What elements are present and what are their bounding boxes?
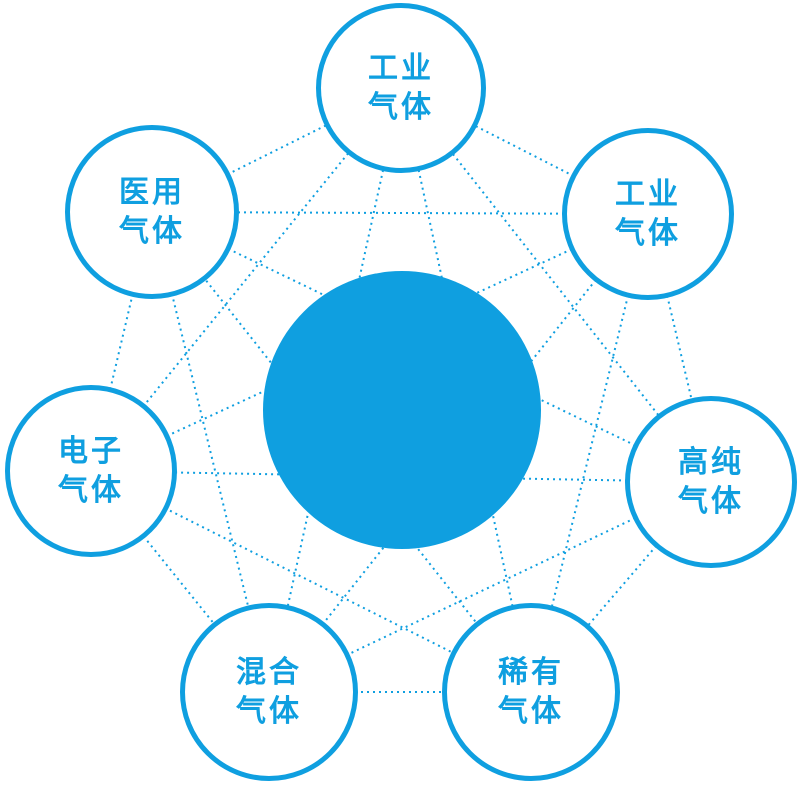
connection-line [151, 87, 402, 213]
node-industrial-gas-top: 工业 气体 [316, 3, 486, 173]
connection-line [90, 470, 532, 693]
connection-line [268, 87, 402, 693]
node-label-line: 高纯 [678, 446, 744, 479]
node-label-line: 气体 [368, 91, 434, 124]
node-label-line: 气体 [236, 695, 302, 728]
connection-line [400, 87, 649, 215]
node-label: 稀有 气体 [498, 653, 564, 731]
node-label-line: 气体 [498, 695, 564, 728]
node-label: 混合 气体 [236, 653, 302, 731]
node-mixed-gas: 混合 气体 [180, 603, 358, 781]
node-label: 高纯 气体 [678, 443, 744, 521]
node-label: 电子 气体 [58, 432, 124, 510]
connection-line [90, 87, 402, 472]
node-label-line: 气体 [58, 474, 124, 507]
node-rare-gas: 稀有 气体 [442, 603, 620, 781]
node-industrial-gas-right: 工业 气体 [562, 128, 734, 300]
node-medical-gas: 医用 气体 [65, 125, 239, 299]
node-label-line: 气体 [615, 217, 681, 250]
node-high-purity-gas: 高纯 气体 [625, 396, 797, 568]
node-label: 医用 气体 [119, 173, 185, 251]
node-label-line: 稀有 [498, 656, 564, 689]
connection-line [90, 470, 712, 483]
node-label-line: 电子 [58, 435, 124, 468]
node-label-line: 工业 [615, 178, 681, 211]
connection-line [530, 213, 649, 693]
node-label-line: 气体 [678, 485, 744, 518]
connection-line [400, 87, 532, 693]
connection-line [530, 481, 712, 693]
node-label-line: 工业 [368, 52, 434, 85]
connection-line [151, 211, 270, 693]
connection-line [151, 211, 712, 483]
node-electronic-gas: 电子 气体 [5, 385, 177, 557]
center-circle [263, 271, 541, 549]
node-label-line: 医用 [119, 176, 185, 209]
node-label-line: 气体 [119, 215, 185, 248]
connection-line [90, 211, 153, 472]
node-label: 工业 气体 [368, 49, 434, 127]
node-label: 工业 气体 [615, 175, 681, 253]
node-label-line: 混合 [236, 656, 302, 689]
